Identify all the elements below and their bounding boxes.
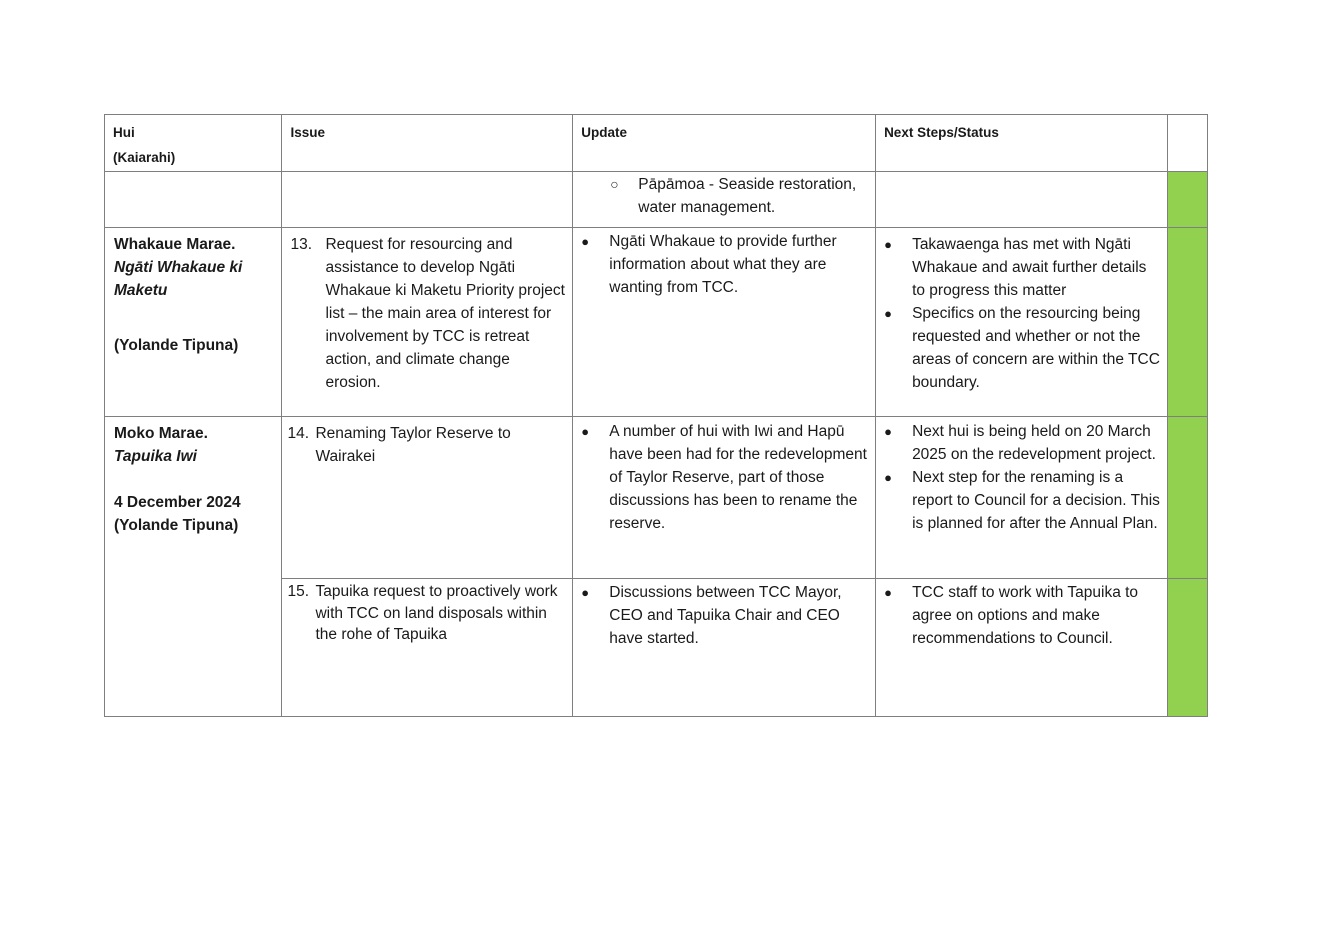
list-item: ● Takawaenga has met with Ngāti Whakaue … [884,233,1161,302]
list-item: ● TCC staff to work with Tapuika to agre… [884,581,1161,650]
bullet-icon: ● [581,424,590,439]
update-list: ● Ngāti Whakaue to provide further infor… [573,228,875,299]
update-cell: ● A number of hui with Iwi and Hapū have… [572,416,877,579]
status-indicator [1166,416,1209,579]
marae-name: Moko Marae. [114,425,208,442]
next-steps-cell-empty [875,171,1168,228]
update-cell: ○ Pāpāmoa - Seaside restoration, water m… [572,171,877,228]
issue-cell-empty [281,171,574,228]
next-step-text: Next step for the renaming is a report t… [912,469,1160,532]
header-issue: Issue [281,114,574,172]
next-steps-list: ● Takawaenga has met with Ngāti Whakaue … [876,228,1167,394]
list-item: ● Discussions between TCC Mayor, CEO and… [581,581,869,650]
list-item: ● A number of hui with Iwi and Hapū have… [581,420,869,535]
bullet-icon: ● [581,585,590,600]
list-item: ● Next step for the renaming is a report… [884,466,1161,535]
table-row-continued: ○ Pāpāmoa - Seaside restoration, water m… [103,171,1209,228]
bullet-icon: ● [581,234,590,249]
header-hui-label: Hui [113,125,135,140]
next-steps-cell: ● Next hui is being held on 20 March 202… [875,416,1168,579]
kaiarahi-name: (Yolande Tipuna) [114,337,239,354]
list-item: ○ Pāpāmoa - Seaside restoration, water m… [610,173,869,219]
next-steps-cell: ● TCC staff to work with Tapuika to agre… [875,578,1168,717]
update-sub-bullet-text: Pāpāmoa - Seaside restoration, water man… [638,176,857,216]
bullet-icon: ● [884,306,892,321]
list-item: ● Specifics on the resourcing being requ… [884,302,1161,394]
issue-number: 15. [287,583,310,600]
update-text: Discussions between TCC Mayor, CEO and T… [609,584,842,647]
status-indicator [1166,227,1209,417]
hui-cell: Whakaue Marae. Ngāti Whakaue ki Maketu (… [103,227,283,417]
header-hui: Hui (Kaiarahi) [103,114,283,172]
bullet-icon: ● [884,470,892,485]
issue-text: Request for resourcing and assistance to… [325,236,565,391]
update-sub-list: ○ Pāpāmoa - Seaside restoration, water m… [573,172,875,219]
next-steps-cell: ● Takawaenga has met with Ngāti Whakaue … [875,227,1168,417]
bullet-icon: ● [884,237,892,252]
issue-number: 13. [290,236,313,253]
next-step-text: Takawaenga has met with Ngāti Whakaue an… [912,236,1147,299]
issue-number: 14. [287,425,310,442]
next-step-text: TCC staff to work with Tapuika to agree … [912,584,1139,647]
status-indicator [1166,578,1209,717]
header-hui-sublabel: (Kaiarahi) [113,150,176,165]
header-row: Hui (Kaiarahi) Issue Update Next Steps/S… [103,114,1209,172]
list-item: ● Next hui is being held on 20 March 202… [884,420,1161,466]
update-list: ● A number of hui with Iwi and Hapū have… [573,417,875,535]
iwi-name: Ngāti Whakaue ki Maketu [114,259,243,299]
header-status [1166,114,1209,172]
issue-cell: 14. Renaming Taylor Reserve to Wairakei [281,416,574,579]
hui-cell-empty [103,171,283,228]
circle-bullet-icon: ○ [610,176,619,192]
update-cell: ● Ngāti Whakaue to provide further infor… [572,227,877,417]
hui-cell: Moko Marae. Tapuika Iwi 4 December 2024 … [103,416,283,717]
issue-cell: 13. Request for resourcing and assistanc… [281,227,574,417]
table-row-15: 15. Tapuika request to proactively work … [105,578,1209,717]
hui-status-table: Hui (Kaiarahi) Issue Update Next Steps/S… [103,114,1209,717]
header-next-steps: Next Steps/Status [875,114,1168,172]
update-list: ● Discussions between TCC Mayor, CEO and… [573,579,875,650]
table-row-13: Whakaue Marae. Ngāti Whakaue ki Maketu (… [103,227,1209,417]
next-steps-list: ● TCC staff to work with Tapuika to agre… [876,579,1167,650]
next-step-text: Next hui is being held on 20 March 2025 … [912,423,1156,463]
status-indicator [1166,171,1209,228]
bullet-icon: ● [884,585,892,600]
issue-cell: 15. Tapuika request to proactively work … [281,578,574,717]
iwi-name: Tapuika Iwi [114,448,197,465]
next-step-text: Specifics on the resourcing being reques… [912,305,1160,391]
update-cell: ● Discussions between TCC Mayor, CEO and… [572,578,877,717]
header-update: Update [572,114,877,172]
hui-date: 4 December 2024 [114,494,241,511]
kaiarahi-name: (Yolande Tipuna) [114,517,239,534]
issue-text: Tapuika request to proactively work with… [315,583,558,643]
next-steps-list: ● Next hui is being held on 20 March 202… [876,417,1167,535]
update-text: Ngāti Whakaue to provide further informa… [609,233,837,296]
update-text: A number of hui with Iwi and Hapū have b… [609,423,867,532]
list-item: ● Ngāti Whakaue to provide further infor… [581,230,869,299]
bullet-icon: ● [884,424,892,439]
marae-name: Whakaue Marae. [114,236,236,253]
issue-text: Renaming Taylor Reserve to Wairakei [315,425,511,465]
table-row-14: Moko Marae. Tapuika Iwi 4 December 2024 … [103,416,1209,717]
